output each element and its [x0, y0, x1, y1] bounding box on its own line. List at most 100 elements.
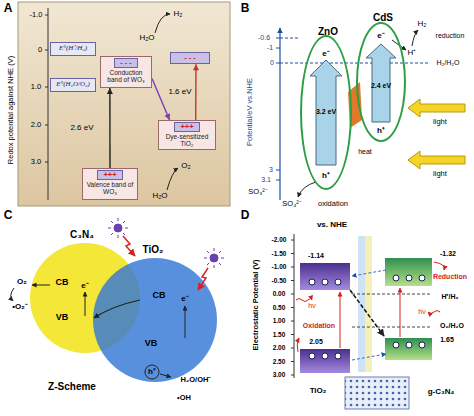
connector-line: [152, 78, 170, 120]
node-text: VB: [56, 313, 69, 323]
species-label: H⁺: [408, 49, 417, 58]
node-title: CdS: [373, 12, 393, 23]
arrow-head: [164, 113, 170, 120]
hole: h⁺: [322, 172, 330, 181]
semiconductor-ellipse: CdS: [356, 22, 406, 142]
node-text: Conduction band of WO₃: [103, 69, 149, 83]
species-label: H₂: [418, 20, 427, 29]
transfer-arrow: [152, 78, 170, 120]
tick-label: -0.6: [258, 34, 270, 42]
tick-label: -2.00: [272, 236, 287, 243]
node-title: C₃N₄: [70, 229, 94, 240]
light-label: light: [433, 170, 447, 178]
electron: e⁻: [322, 50, 329, 59]
node-title: E°(H⁺/H₂): [59, 45, 87, 53]
process-label: oxidation: [318, 200, 348, 208]
species-label: H₂O: [152, 192, 167, 201]
band-box: +++Valence band of WO₃: [82, 168, 138, 200]
axis-title: Redox potential against NHE (V): [7, 56, 15, 164]
species-label: O₂: [17, 278, 27, 287]
panel-letter: A: [4, 2, 13, 15]
node-text: VB: [145, 339, 158, 349]
tick-label: 2.50: [273, 358, 286, 365]
photon-label: hν: [418, 308, 425, 316]
tick-label: 3.1: [261, 176, 271, 184]
tick-label: 0.50: [273, 304, 286, 311]
tick-label: 1.0: [31, 83, 41, 91]
axis-unit: vs. NHE: [317, 221, 347, 230]
level-label: H₂/H₂O: [437, 59, 460, 67]
semiconductor-circle: TiO₂CBVB: [93, 258, 217, 382]
arrow-head: [107, 88, 113, 94]
scheme-title: Z-Scheme: [48, 381, 96, 392]
tick-label: 0.00: [273, 290, 286, 297]
panel-letter: D: [241, 209, 250, 222]
tick-label: 1.50: [273, 331, 286, 338]
panel-letter: B: [241, 2, 250, 15]
tick-label: -1: [267, 44, 273, 52]
node-title: +++: [97, 170, 122, 180]
band-gap: 3.2 eV: [316, 108, 336, 116]
tick-label: -1.50: [272, 250, 287, 257]
transfer-arrow: [107, 88, 113, 168]
potential-level: E°(H⁺/H₂): [50, 42, 96, 56]
node-text: Valence band of WO₃: [85, 181, 135, 195]
energy-label: 2.6 eV: [70, 124, 93, 133]
tick-label: 0: [38, 46, 42, 54]
tick-label: 3.00: [273, 371, 286, 378]
transfer-arrow: [193, 64, 199, 120]
species-label: •O₂⁻: [12, 303, 28, 312]
axis-title: Potential/eV vs.NHE: [246, 78, 254, 146]
band-value: 2.05: [309, 338, 323, 346]
species-label: H₂: [174, 10, 183, 19]
energy-label: 1.6 eV: [168, 88, 191, 97]
panel-letter: C: [4, 209, 13, 222]
axis-title: Electrostatic Potential (V): [252, 260, 260, 351]
light-label: light: [433, 118, 447, 126]
band-value: -1.14: [308, 252, 324, 260]
tick-label: 0: [270, 59, 274, 67]
tick-label: -1.0: [30, 11, 43, 19]
node-title: TiO₂: [143, 244, 164, 255]
arrow-head: [193, 64, 199, 70]
tick-label: 3.0: [31, 158, 41, 166]
species-label: H₂O: [139, 34, 154, 43]
electron: e⁻: [81, 282, 88, 291]
tick-label: -0.50: [272, 277, 287, 284]
node-text: CB: [153, 291, 166, 301]
semiconductor-circle: C₃N₄CBVB: [30, 243, 140, 353]
node-title: - - -: [114, 58, 138, 68]
tick-label: 2.00: [273, 344, 286, 351]
node-title: - - -: [184, 54, 196, 62]
material-label: TiO₂: [310, 387, 327, 396]
level-label: H⁺/H₂: [441, 293, 458, 301]
heat-label: heat: [358, 148, 372, 156]
tick-label: 1.00: [273, 317, 286, 324]
electron: e⁻: [377, 32, 384, 41]
species-label: SO₃²⁻: [248, 188, 267, 196]
band-gap: 2.4 eV: [371, 82, 391, 90]
band-value: 1.65: [440, 336, 454, 344]
level-label: O₂/H₂O: [440, 322, 464, 330]
tick-label: 3: [269, 166, 273, 174]
tick-label: -1.00: [272, 263, 287, 270]
potential-level: E°(H₂O/O₂): [50, 78, 96, 92]
tick-label: 2.0: [31, 121, 41, 129]
species-label: H₂O/OH⁻: [181, 376, 212, 384]
node-title: ZnO: [318, 26, 338, 37]
species-label: •OH: [177, 394, 191, 402]
electron: e⁻: [181, 295, 188, 304]
connector-line: [109, 88, 111, 168]
node-title: E°(H₂O/O₂): [56, 81, 90, 89]
species-label: O₂: [181, 162, 190, 171]
process-label: Reduction: [433, 273, 467, 281]
band-box: +++Dye-sensitized TiO₂: [158, 120, 216, 150]
hole: h⁺: [148, 368, 156, 377]
photon-label: hν: [308, 302, 315, 310]
band-box: - - -Conduction band of WO₃: [100, 56, 152, 88]
hole: h⁺: [377, 127, 385, 136]
node-text: CB: [56, 278, 69, 288]
excited-state-box: - - -: [170, 52, 210, 64]
